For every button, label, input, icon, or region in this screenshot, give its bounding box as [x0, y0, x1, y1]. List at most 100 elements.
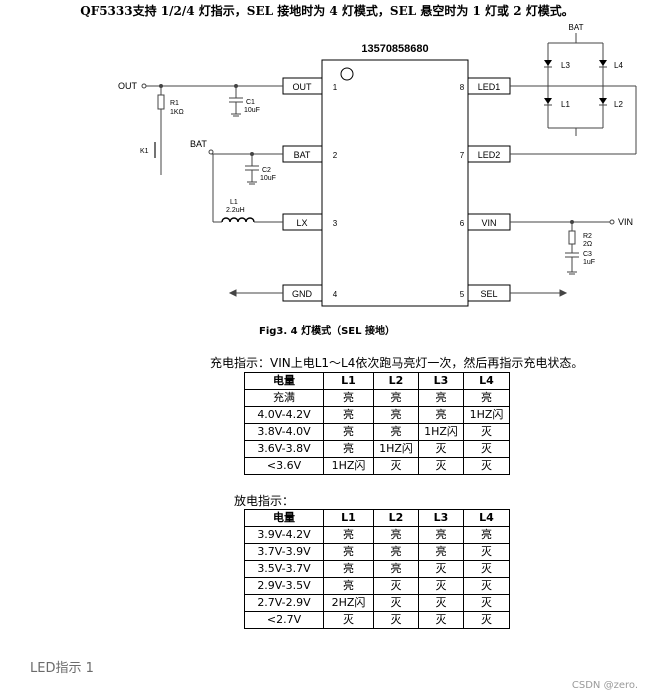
l1-inductor: L1 2.2uH [213, 199, 283, 223]
table-cell: 亮 [323, 389, 374, 407]
table-cell: 亮 [373, 389, 419, 407]
pin-number: 8 [460, 83, 465, 92]
table-cell: 亮 [323, 440, 374, 458]
table-cell: 1HZ闪 [463, 406, 510, 424]
pin-number: 2 [333, 151, 338, 160]
table-cell: 灭 [463, 577, 510, 595]
column-header: L4 [463, 372, 510, 390]
pin-name: OUT [293, 82, 313, 92]
table-cell: 3.9V-4.2V [244, 526, 324, 544]
table-cell: 灭 [418, 577, 464, 595]
c2-value: 10uF [260, 175, 276, 182]
table-header-row: 电量 L1 L2 L3 L4 [244, 509, 510, 527]
chip-body [321, 59, 469, 307]
c1-label: C1 [246, 99, 255, 106]
table-cell: 灭 [418, 457, 464, 475]
led-l4-icon [599, 60, 607, 66]
table-cell: <2.7V [244, 611, 324, 629]
pin-sel: SEL 5 [460, 284, 511, 302]
column-header: 电量 [244, 372, 324, 390]
k1-label: K1 [140, 148, 149, 155]
table-cell: 亮 [323, 577, 374, 595]
table-header-row: 电量 L1 L2 L3 L4 [244, 372, 510, 390]
table-cell: 亮 [463, 389, 510, 407]
column-header: L1 [323, 372, 374, 390]
table-cell: 灭 [373, 594, 419, 612]
table-cell: 灭 [373, 611, 419, 629]
out-net-label: OUT [118, 81, 138, 91]
pin-number: 1 [333, 83, 338, 92]
r2-label: R2 [583, 233, 592, 240]
table-cell: 亮 [323, 543, 374, 561]
pin-number: 3 [333, 219, 338, 228]
column-header: 电量 [244, 509, 324, 527]
pin-lx: LX 3 [282, 213, 338, 231]
table-cell: 亮 [373, 543, 419, 561]
gnd-arrow [228, 289, 283, 297]
table-cell: 灭 [463, 594, 510, 612]
table-cell: 亮 [323, 406, 374, 424]
led-l3-label: L3 [561, 61, 570, 70]
footer-label: LED指示 1 [30, 661, 94, 676]
pin-number: 7 [460, 151, 465, 160]
pin-name: GND [292, 289, 313, 299]
table-cell: 灭 [463, 423, 510, 441]
table-cell: 亮 [373, 406, 419, 424]
pin-vin: VIN 6 [460, 213, 511, 231]
table-cell: 1HZ闪 [418, 423, 464, 441]
r1-resistor: R1 1KΩ [157, 86, 184, 138]
watermark: CSDN @zero. [571, 680, 638, 691]
table-cell: 亮 [373, 560, 419, 578]
table-cell: 亮 [373, 423, 419, 441]
table-cell: 亮 [418, 389, 464, 407]
pin-bat: BAT 2 [282, 145, 338, 163]
table-cell: 2.9V-3.5V [244, 577, 324, 595]
table-cell: 灭 [463, 611, 510, 629]
table-cell: 灭 [463, 457, 510, 475]
table-cell: 3.7V-3.9V [244, 543, 324, 561]
r1-label: R1 [170, 100, 179, 107]
column-header: L2 [373, 372, 419, 390]
pin-name: LED2 [478, 150, 501, 160]
c2-label: C2 [262, 167, 271, 174]
led-l2-label: L2 [614, 100, 623, 109]
pin-led2: LED2 7 [460, 145, 511, 163]
led-network: BAT L3 L4 L1 L2 [510, 23, 637, 155]
table-cell: 1HZ闪 [373, 440, 419, 458]
column-header: L3 [418, 372, 464, 390]
pin-name: VIN [481, 218, 496, 228]
pin-name: SEL [480, 289, 497, 299]
c2-capacitor: C2 10uF [245, 154, 276, 185]
pin-name: LX [296, 218, 307, 228]
out-net: OUT [118, 81, 283, 91]
table-cell: 亮 [418, 543, 464, 561]
table-cell: 2.7V-2.9V [244, 594, 324, 612]
c3-value: 1uF [583, 259, 595, 266]
table-cell: 灭 [418, 560, 464, 578]
r2-value: 2Ω [583, 241, 592, 248]
c3-label: C3 [583, 251, 592, 258]
pin-gnd: GND 4 [282, 284, 338, 302]
vin-net-label: VIN [618, 217, 633, 227]
pin-name: BAT [294, 150, 311, 160]
charge-heading: 充电指示：VIN上电L1～L4依次跑马亮灯一次，然后再指示充电状态。 [210, 356, 584, 370]
circuit-schematic: 13570858680 OUT 1 BAT 2 LX 3 GND 4 LED1 … [118, 23, 637, 307]
table-cell: 4.0V-4.2V [244, 406, 324, 424]
table-cell: 灭 [323, 611, 374, 629]
bat-top-label: BAT [569, 23, 584, 32]
pin-name: LED1 [478, 82, 501, 92]
table-cell: <3.6V [244, 457, 324, 475]
table-cell: 亮 [373, 526, 419, 544]
pin-led1: LED1 8 [460, 77, 511, 95]
column-header: L4 [463, 509, 510, 527]
table-cell: 灭 [418, 611, 464, 629]
